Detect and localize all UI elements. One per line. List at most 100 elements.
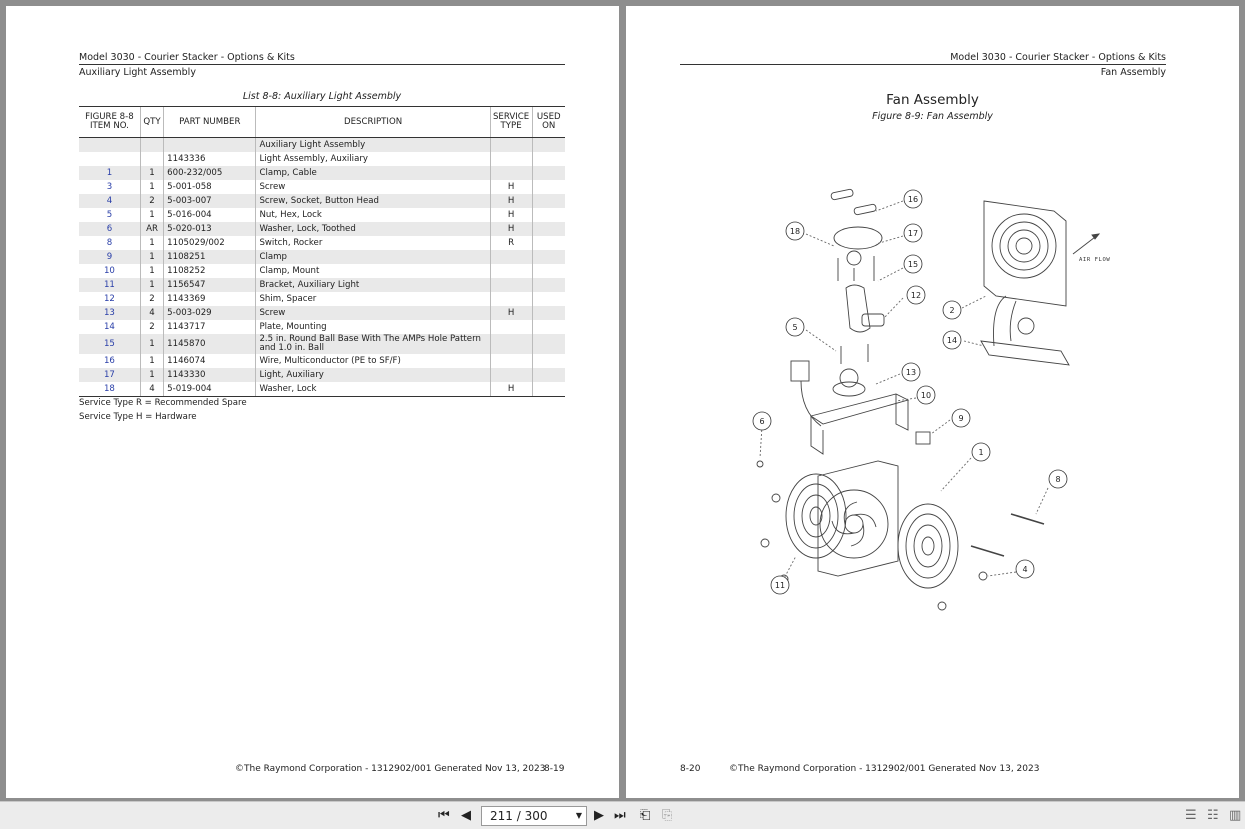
cell-part-number: 1143330 [163, 368, 256, 382]
cell-qty: 1 [139, 278, 164, 292]
cell-used-on [531, 354, 565, 368]
page-number-select[interactable]: 211 / 300 ▼ [481, 806, 587, 826]
cell-part-number: 1145870 [163, 334, 256, 354]
svg-text:17: 17 [908, 229, 918, 238]
cell-item-number [79, 137, 141, 152]
cell-item-number[interactable]: 1 [79, 166, 141, 180]
cell-used-on [531, 180, 565, 194]
page-number: 8-20 [680, 764, 701, 774]
col-description: DESCRIPTION [255, 106, 491, 138]
cell-qty: 2 [139, 292, 164, 306]
facing-view-icon[interactable]: ▥ [1229, 808, 1242, 823]
cell-item-number[interactable]: 4 [79, 194, 141, 208]
cell-service-type [489, 152, 532, 166]
cell-item-number[interactable]: 16 [103, 355, 115, 366]
first-page-icon[interactable]: ⏮ [438, 808, 450, 823]
cell-service-type [489, 278, 532, 292]
cell-used-on [531, 152, 565, 166]
cell-service-type [489, 292, 532, 306]
two-page-icon[interactable]: ⎘ [662, 808, 673, 823]
cell-service-type [489, 368, 532, 382]
cell-used-on [531, 368, 565, 382]
cell-part-number: 1146074 [163, 354, 256, 368]
next-page-icon[interactable]: ▶ [594, 808, 604, 823]
svg-text:5: 5 [792, 323, 797, 332]
footer-copyright: ©The Raymond Corporation - 1312902/001 G… [729, 764, 1040, 774]
cell-description: Screw [255, 180, 491, 194]
cell-service-type [489, 320, 532, 334]
callout-16: 16 [903, 189, 923, 209]
cell-used-on [531, 194, 565, 208]
svg-text:16: 16 [908, 195, 918, 204]
cell-qty: 1 [139, 264, 164, 278]
cell-item-number[interactable]: 5 [106, 209, 113, 220]
figure-caption: Figure 8-9: Fan Assembly [872, 111, 993, 122]
callout-13: 13 [901, 362, 921, 382]
figure-title: Fan Assembly [886, 92, 979, 108]
continuous-view-icon[interactable]: ☷ [1207, 808, 1219, 823]
cell-description: Plate, Mounting [255, 320, 491, 334]
cell-item-number[interactable]: 17 [79, 368, 141, 382]
cell-used-on [531, 382, 565, 397]
header-rule [79, 64, 565, 65]
cell-service-type: H [489, 194, 532, 208]
cell-item-number[interactable]: 18 [79, 382, 141, 397]
cell-item-number[interactable]: 8 [106, 237, 113, 248]
cell-part-number: 1143717 [163, 320, 256, 334]
callout-12: 12 [906, 285, 926, 305]
cell-service-type: H [489, 306, 532, 320]
svg-text:6: 6 [759, 417, 764, 426]
last-page-icon[interactable]: ⏭ [614, 808, 626, 823]
cell-description: Switch, Rocker [255, 236, 491, 250]
cell-part-number: 5-016-004 [163, 208, 256, 222]
cell-used-on [531, 278, 565, 292]
previous-page-icon[interactable]: ◀ [461, 808, 471, 823]
header-section: Auxiliary Light Assembly [79, 67, 196, 78]
svg-text:2: 2 [949, 306, 954, 315]
cell-used-on [531, 236, 565, 250]
svg-text:14: 14 [947, 336, 957, 345]
cell-item-number[interactable]: 6 [79, 222, 141, 236]
cell-qty: AR [139, 222, 164, 236]
cell-qty: 2 [139, 194, 164, 208]
header-section: Fan Assembly [1100, 67, 1166, 78]
cell-item-number[interactable]: 13 [79, 306, 141, 320]
cell-item-number[interactable]: 9 [79, 250, 141, 264]
chevron-down-icon: ▼ [575, 811, 582, 820]
callout-2: 2 [942, 300, 962, 320]
callout-8: 8 [1048, 469, 1068, 489]
cell-item-number[interactable]: 14 [103, 321, 115, 332]
cell-qty: 1 [139, 236, 164, 250]
note-service-r: Service Type R = Recommended Spare [79, 398, 247, 408]
svg-text:13: 13 [906, 368, 916, 377]
cell-description: Auxiliary Light Assembly [255, 137, 491, 152]
page-layout-icon[interactable]: ⎗ [640, 808, 651, 823]
cell-qty: 1 [139, 368, 164, 382]
cell-qty: 1 [139, 166, 164, 180]
viewer-toolbar: ⏮ ◀ 211 / 300 ▼ ▶ ⏭ ⎗ ⎘ ☰ ☷ ▥ [0, 801, 1245, 829]
cell-service-type [489, 354, 532, 368]
cell-item-number[interactable]: 15 [79, 334, 141, 354]
callout-10: 10 [916, 385, 936, 405]
cell-part-number: 5-020-013 [163, 222, 256, 236]
cell-service-type [489, 166, 532, 180]
cell-item-number[interactable]: 12 [103, 293, 115, 304]
single-page-view-icon[interactable]: ☰ [1185, 808, 1197, 823]
cell-description: Light Assembly, Auxiliary [255, 152, 491, 166]
cell-service-type: H [489, 208, 532, 222]
cell-qty [139, 137, 164, 152]
cell-item-number[interactable]: 11 [79, 278, 141, 292]
cell-service-type [489, 137, 532, 152]
cell-used-on [531, 250, 565, 264]
svg-text:10: 10 [921, 391, 931, 400]
cell-item-number[interactable]: 10 [103, 265, 115, 276]
cell-item-number[interactable]: 3 [106, 181, 113, 192]
